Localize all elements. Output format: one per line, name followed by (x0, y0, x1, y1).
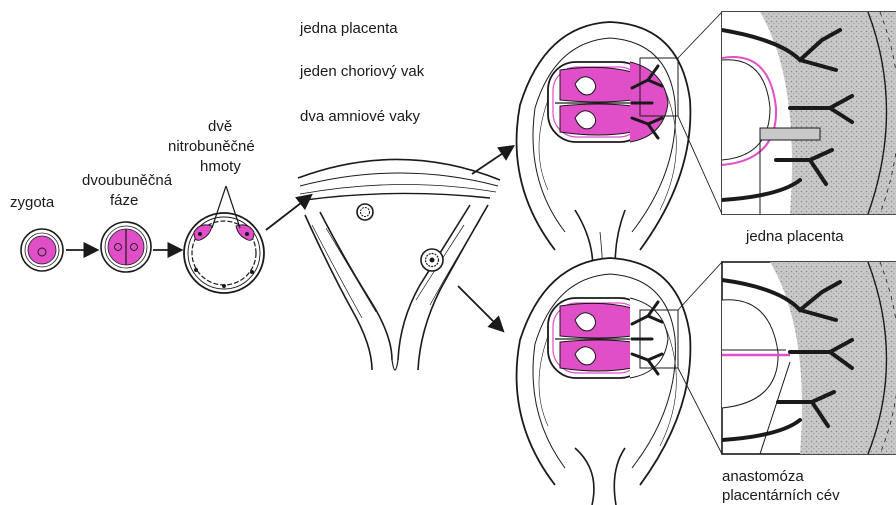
label-one-placenta-top: jedna placenta (299, 20, 398, 37)
blastocyst-stage (184, 213, 264, 293)
label-one-placenta-mid: jedna placenta (745, 228, 844, 245)
label-anastomosis-line1: anastomóza (722, 468, 804, 485)
uterus-twins-bottom (517, 258, 722, 505)
two-cell-stage (101, 222, 151, 272)
magnified-panel-top (722, 12, 896, 214)
magnified-panel-bottom (722, 262, 896, 454)
label-two-amnion: dva amniové vaky (300, 108, 421, 125)
zygote-stage (21, 229, 63, 271)
icm-label-line3: hmoty (200, 158, 241, 175)
zygote-label: zygota (10, 194, 55, 211)
two-cell-label-line2: fáze (110, 192, 138, 209)
label-one-chorion: jeden choriový vak (299, 63, 425, 80)
blastocyst-in-tube-icon (357, 204, 373, 220)
label-anastomosis-line2: placentárních cév (722, 487, 840, 504)
arrow-to-top-uterus (472, 147, 512, 174)
uterus-illustration (298, 159, 500, 370)
implanting-embryo-icon (421, 249, 443, 271)
icm-label-line1: dvě (208, 118, 232, 135)
arrow-to-bottom-uterus (458, 286, 502, 330)
two-cell-label-line1: dvoubuněčná (82, 172, 173, 189)
arrow-blastocyst-to-uterus (266, 196, 310, 230)
icm-label-line2: nitrobuněčné (168, 138, 255, 155)
